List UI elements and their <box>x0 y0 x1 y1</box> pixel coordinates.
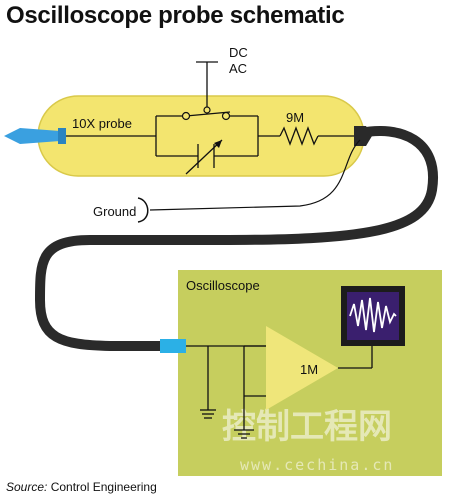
ground-clip <box>137 197 149 223</box>
probe-label: 10X probe <box>72 116 132 131</box>
probe-cable <box>34 125 439 351</box>
ac-label: AC <box>229 61 247 76</box>
watermark-url: www.cechina.cn <box>240 456 394 474</box>
ground-lead <box>149 139 361 211</box>
scope-input-connector <box>160 339 186 353</box>
switch-pivot <box>203 106 211 114</box>
ground-label: Ground <box>93 204 136 219</box>
dc-label: DC <box>229 45 248 60</box>
variable-capacitor-arrowhead <box>214 140 222 148</box>
switch-contact-left <box>181 111 191 121</box>
diagram-title: Oscilloscope probe schematic <box>6 2 345 29</box>
watermark: 控制工程网 www.cechina.cn <box>222 407 394 474</box>
switch-contact-right <box>221 111 231 121</box>
source-text: Control Engineering <box>47 480 157 494</box>
resistor-9m-label: 9M <box>286 110 304 125</box>
scope-waveform <box>349 297 397 333</box>
amplifier <box>266 326 338 410</box>
watermark-text: 控制工程网 <box>222 407 392 447</box>
source-credit: Source: Control Engineering <box>6 480 157 494</box>
probe-circuit <box>66 61 358 175</box>
resistor-1m-label: 1M <box>300 362 318 377</box>
probe-tip-collar <box>58 128 66 144</box>
source-prefix: Source: <box>6 480 48 494</box>
probe-tip <box>4 128 60 144</box>
resistor-9m <box>279 126 319 146</box>
oscilloscope-label: Oscilloscope <box>186 278 260 293</box>
